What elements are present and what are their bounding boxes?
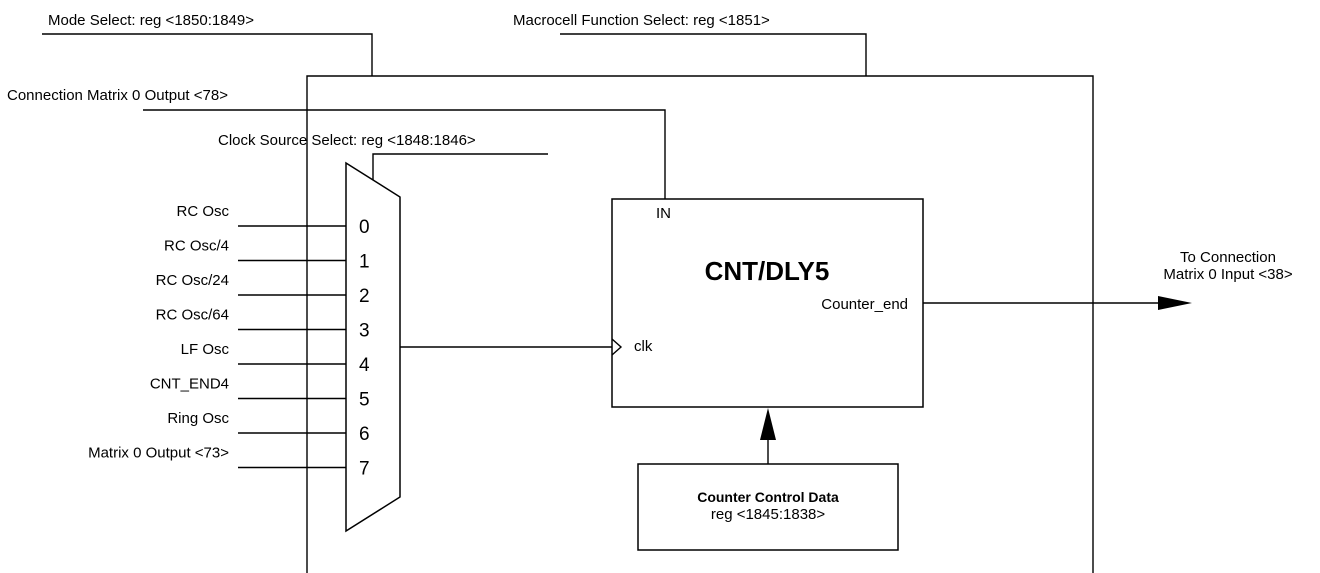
control-block-register: reg <1845:1838>	[711, 506, 826, 523]
macrocell-boundary	[306, 75, 1094, 573]
mux-input-label: Matrix 0 Output <73>	[88, 445, 229, 462]
counter-block-title: CNT/DLY5	[705, 256, 830, 286]
clk-pin-label: clk	[634, 338, 653, 355]
mux-input-label: CNT_END4	[150, 376, 229, 393]
in-pin-label: IN	[656, 205, 671, 222]
macrocell-select-wire	[560, 33, 867, 76]
output-label-line2: Matrix 0 Input <38>	[1163, 266, 1292, 283]
connection-matrix-wire	[143, 109, 666, 199]
mux-inputs: RC Osc 0 RC Osc/4 1 RC Osc/24 2 RC Osc/64 3 LF O…	[88, 203, 370, 480]
counter-block	[611, 198, 924, 408]
mux-input-label: RC Osc	[177, 203, 230, 220]
clock-mux	[345, 161, 401, 533]
mux-input-index: 5	[359, 390, 370, 411]
control-block	[637, 463, 899, 551]
mode-select-wire	[42, 33, 373, 76]
mux-input-index: 4	[359, 355, 370, 376]
clock-select-label: Clock Source Select: reg <1848:1846>	[218, 132, 476, 149]
mux-input-label: LF Osc	[181, 341, 230, 358]
mux-input-label: Ring Osc	[167, 410, 229, 427]
connection-matrix-label: Connection Matrix 0 Output <78>	[7, 87, 228, 104]
mux-input-index: 3	[359, 321, 370, 342]
mux-input-index: 6	[359, 424, 370, 445]
output-arrow	[1158, 296, 1192, 310]
clk-pin-triangle	[611, 338, 623, 356]
control-arrow	[760, 408, 776, 440]
mode-select-label: Mode Select: reg <1850:1849>	[48, 12, 254, 29]
mux-input-index: 1	[359, 252, 370, 273]
macrocell-select-label: Macrocell Function Select: reg <1851>	[513, 12, 770, 29]
control-block-title: Counter Control Data	[697, 489, 839, 505]
mux-input-label: RC Osc/64	[156, 307, 229, 324]
mux-input-index: 7	[359, 459, 370, 480]
mux-input-label: RC Osc/24	[156, 272, 229, 289]
clock-select-wire	[372, 153, 548, 197]
mux-input-index: 2	[359, 286, 370, 307]
mux-input-index: 0	[359, 217, 370, 238]
output-label-line1: To Connection	[1180, 249, 1276, 266]
counter-end-pin-label: Counter_end	[821, 296, 908, 313]
mux-input-label: RC Osc/4	[164, 238, 229, 255]
